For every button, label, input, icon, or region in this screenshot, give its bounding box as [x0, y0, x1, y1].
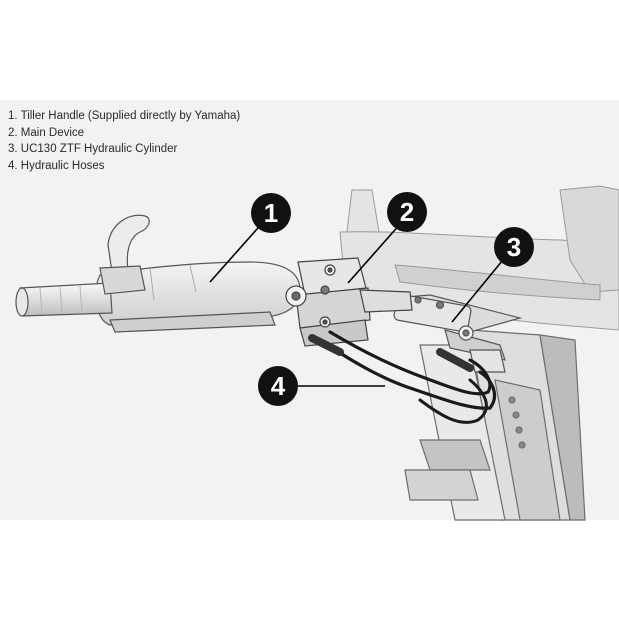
transom-bracket [404, 329, 586, 521]
legend-text: Main Device [20, 126, 85, 139]
engine-cowling [339, 185, 619, 331]
callout-badge-3: 3 [494, 227, 534, 267]
legend-item-1: 1. Tiller Handle (Supplied directly by Y… [8, 110, 241, 122]
callout-label-3: 3 [507, 232, 521, 262]
legend-number: 3 [8, 143, 15, 155]
callout-badge-1: 1 [251, 193, 291, 233]
tiller-handle [15, 214, 301, 333]
callout-badge-2: 2 [387, 192, 427, 232]
callout-label-4: 4 [271, 371, 286, 401]
leader-line-3 [451, 254, 508, 323]
legend-number: 1 [8, 110, 15, 122]
leader-line-1 [209, 219, 266, 283]
legend-number: 2 [8, 126, 15, 139]
hydraulic-hoses [308, 330, 496, 424]
callout-label-1: 1 [264, 198, 278, 228]
legend-text: UC130 ZTF Hydraulic Cylinder [20, 143, 178, 155]
parts-legend: 1. Tiller Handle (Supplied directly by Y… [8, 108, 240, 174]
legend-item-3: 3. UC130 ZTF Hydraulic Cylinder [8, 143, 178, 155]
main-device [285, 257, 413, 347]
legend-text: Tiller Handle (Supplied directly by Yama… [20, 110, 241, 122]
legend-text: Hydraulic Hoses [20, 159, 105, 172]
callout-label-2: 2 [400, 197, 414, 227]
legend-number: 4 [8, 159, 15, 172]
legend-item-2: 2. Main Device [8, 126, 85, 139]
leader-line-2 [347, 221, 403, 284]
callout-leaders [209, 219, 508, 387]
legend-item-4: 4. Hydraulic Hoses [8, 159, 105, 172]
callout-badge-4: 4 [258, 366, 298, 406]
